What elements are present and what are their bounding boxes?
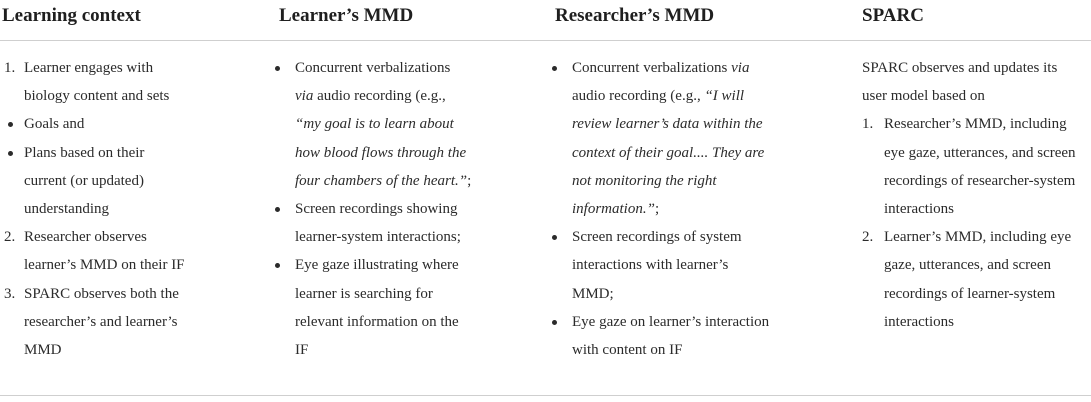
list-number: 1. [4, 60, 16, 76]
text-span: Concurrent verbalizations [572, 60, 732, 76]
list-number: 3. [4, 285, 16, 302]
text-line: “my goal is to learn about [295, 110, 527, 138]
header-sparc: SPARC [862, 5, 924, 26]
text-line: with content on IF [572, 342, 683, 359]
italic-text: context of their goal.... They are [572, 144, 765, 161]
italic-text: “I will [704, 88, 745, 105]
text-line: Researcher’s MMD, including [884, 116, 1067, 133]
text-line: interactions with learner’s [572, 257, 729, 274]
text-line: information.”; [572, 195, 842, 223]
italic-text: four chambers of the heart.” [295, 172, 468, 189]
italic-text: information.” [572, 201, 655, 218]
bullet-icon [552, 235, 557, 241]
text-line: Concurrent verbalizations via [572, 54, 842, 82]
text-line: relevant information on the [295, 313, 459, 330]
text-line: recordings of researcher-system [884, 172, 1076, 189]
text-line: Learner engages with [24, 60, 154, 76]
cell-learning-context: 1. Learner engages with biology content … [2, 54, 252, 364]
italic-text: via [731, 60, 750, 76]
list-item: 2. Researcher observes learner’s MMD on … [2, 223, 252, 279]
header-learning-context: Learning context [2, 5, 141, 26]
list-item: Screen recordings of system interactions… [542, 223, 842, 308]
list-number: 1. [862, 116, 874, 133]
text-line: learner-system interactions; [295, 229, 461, 246]
bullet-icon [8, 122, 13, 128]
text-line: not monitoring the right [572, 167, 842, 195]
list-item: Plans based on their current (or updated… [2, 139, 252, 224]
text-line: biology content and sets [24, 88, 170, 105]
bullet-icon [275, 66, 280, 71]
text-line: SPARC observes and updates its [862, 60, 1058, 76]
bullet-icon [275, 263, 280, 269]
list-number: 2. [862, 229, 874, 246]
italic-text: via [295, 88, 314, 105]
list-item: Eye gaze on learner’s interaction with c… [542, 308, 842, 364]
text-line: Screen recordings of system [572, 229, 742, 246]
header-learner-mmd: Learner’s MMD [279, 5, 414, 26]
bullet-icon [275, 207, 280, 213]
text-line: understanding [24, 201, 109, 218]
italic-text: review learner’s data within the [572, 116, 763, 133]
bullet-icon [552, 66, 557, 71]
italic-text: not monitoring the right [572, 172, 717, 189]
text-line: Learner’s MMD, including eye [884, 229, 1072, 246]
text-line: learner’s MMD on their IF [24, 257, 185, 274]
cell-researcher-mmd: Concurrent verbalizations via audio reco… [542, 54, 842, 364]
list-item: 1. Learner engages with biology content … [2, 54, 252, 110]
list-item: Goals and [2, 110, 252, 138]
text-line: Plans based on their [24, 144, 145, 161]
text-line: SPARC observes both the [24, 285, 179, 302]
text-line: context of their goal.... They are [572, 139, 842, 167]
text-line: current (or updated) [24, 172, 144, 189]
text-line: user model based on [862, 88, 985, 105]
text-line: gaze, utterances, and screen [884, 257, 1051, 274]
text-line: Researcher observes [24, 229, 147, 246]
list-item: Concurrent verbalizations via audio reco… [265, 54, 527, 195]
text-line: Screen recordings showing [295, 201, 458, 218]
text-line: interactions [884, 201, 954, 218]
text-line: learner is searching for [295, 285, 433, 302]
table-bottom-divider [0, 395, 1091, 396]
italic-text: how blood flows through the [295, 144, 467, 161]
text-span: ; [467, 172, 472, 189]
list-item: 2. Learner’s MMD, including eye gaze, ut… [862, 223, 1090, 336]
text-line: Goals and [24, 116, 85, 133]
header-divider [0, 40, 1091, 41]
text-line: MMD [24, 342, 62, 359]
bullet-icon [8, 150, 13, 156]
text-line: four chambers of the heart.”; [295, 167, 527, 195]
header-researcher-mmd: Researcher’s MMD [555, 5, 715, 26]
text-line: via audio recording (e.g., [295, 82, 527, 110]
text-line: researcher’s and learner’s [24, 313, 178, 330]
text-line: interactions [884, 313, 954, 330]
text-line: how blood flows through the [295, 139, 527, 167]
text-line: MMD; [572, 285, 614, 302]
list-item: 3. SPARC observes both the researcher’s … [2, 280, 252, 365]
italic-text: “my goal is to learn about [295, 116, 454, 133]
list-number: 2. [4, 229, 16, 246]
text-line: audio recording (e.g., “I will [572, 82, 842, 110]
text-line: Eye gaze illustrating where [295, 257, 459, 274]
text-span: audio recording (e.g., [572, 88, 705, 105]
list-item: 1. Researcher’s MMD, including eye gaze,… [862, 110, 1090, 223]
text-span: audio recording (e.g., [313, 88, 446, 105]
list-item: Screen recordings showing learner-system… [265, 195, 527, 251]
text-line: eye gaze, utterances, and screen [884, 144, 1076, 161]
text-line: review learner’s data within the [572, 110, 842, 138]
list-item: Concurrent verbalizations via audio reco… [542, 54, 842, 223]
list-item: Eye gaze illustrating where learner is s… [265, 251, 527, 364]
text-line: recordings of learner-system [884, 285, 1056, 302]
cell-sparc: SPARC observes and updates its user mode… [862, 54, 1090, 336]
cell-learner-mmd: Concurrent verbalizations via audio reco… [265, 54, 527, 364]
text-line: Eye gaze on learner’s interaction [572, 313, 770, 330]
text-line: Concurrent verbalizations [295, 60, 451, 76]
text-line: IF [295, 342, 309, 359]
bullet-icon [552, 319, 557, 325]
text-span: ; [654, 201, 660, 218]
